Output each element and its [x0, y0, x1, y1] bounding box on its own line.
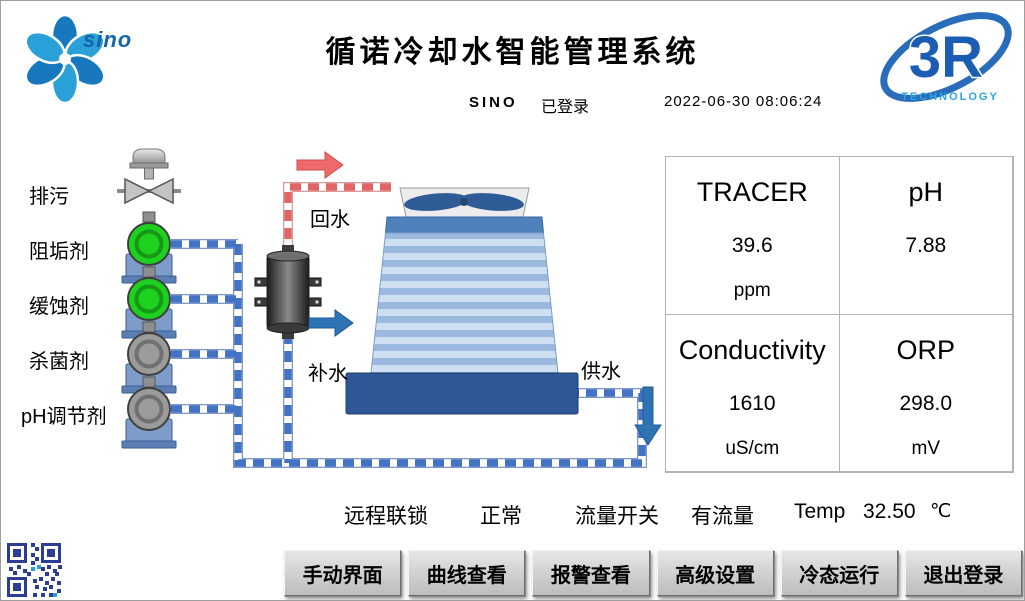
reading-name: pH — [908, 177, 943, 207]
dosing-pump-corrosion-inhibitor — [121, 266, 177, 339]
3r-orbit-icon: 3R TECHNOLOGY — [880, 12, 1012, 103]
reading-conductivity: Conductivity 1610 uS/cm — [666, 314, 840, 472]
reading-ph: pH 7.88 — [839, 157, 1013, 315]
logout-button[interactable]: 退出登录 — [904, 550, 1023, 596]
logged-in-user: SINO — [469, 94, 518, 111]
drain-valve-icon — [117, 148, 181, 205]
tower-fan-icon — [404, 193, 524, 211]
reading-value: 1610 — [728, 391, 776, 415]
return-water-label: 回水 — [310, 209, 350, 231]
3r-logo: 3R TECHNOLOGY — [872, 3, 1024, 118]
alarm-view-button[interactable]: 报警查看 — [532, 550, 650, 596]
reading-tracer: TRACER 39.6 ppm — [666, 157, 840, 315]
sino-logo-text: sino — [83, 27, 133, 52]
flow-switch-value: 有流量 — [691, 505, 754, 528]
reading-value: 7.88 — [905, 234, 947, 257]
reading-name: ORP — [896, 334, 955, 365]
datetime: 2022-06-30 08:06:24 — [664, 93, 823, 110]
reading-value: 39.6 — [731, 234, 773, 257]
makeup-water-label: 补水 — [308, 363, 348, 385]
reading-orp: ORP 298.0 mV — [839, 314, 1013, 472]
reading-name: TRACER — [696, 177, 808, 207]
reading-value: 298.0 — [899, 391, 953, 415]
cold-run-button[interactable]: 冷态运行 — [780, 550, 898, 596]
readings-panel: TRACER 39.6 ppm pH 7.88 Conductivity 161… — [665, 156, 1014, 473]
corrosion-inhibitor-label: 缓蚀剂 — [29, 296, 89, 318]
sino-logo: sino — [17, 7, 157, 105]
return-flow-arrow-icon — [296, 151, 344, 179]
flow-switch-label: 流量开关 — [575, 505, 659, 528]
temp-label: Temp — [794, 500, 846, 523]
login-status: 已登录 — [541, 99, 590, 116]
remote-interlock-label: 远程联锁 — [344, 505, 428, 528]
sensor-column-icon — [254, 245, 322, 339]
biocide-label: 杀菌剂 — [29, 351, 89, 373]
process-diagram — [117, 148, 662, 468]
dosing-pump-biocide — [121, 321, 177, 394]
manual-screen-button[interactable]: 手动界面 — [284, 550, 402, 596]
return-water-pipe — [283, 182, 391, 257]
ph-adjuster-label: pH调节剂 — [21, 406, 107, 428]
supply-dosing-pipes — [171, 239, 647, 468]
temp-value: 32.50 — [863, 500, 916, 523]
3r-logo-subtext: TECHNOLOGY — [901, 91, 999, 103]
button-row: 手动界面 曲线查看 报警查看 高级设置 冷态运行 退出登录 — [284, 550, 1023, 596]
reading-unit: ppm — [733, 280, 771, 301]
scale-inhibitor-label: 阻垢剂 — [29, 241, 89, 263]
drain-label: 排污 — [29, 186, 69, 208]
qr-code-icon — [5, 541, 63, 599]
dosing-pump-ph-adjuster — [121, 376, 177, 449]
tower-basin — [345, 372, 579, 415]
advanced-settings-button[interactable]: 高级设置 — [656, 550, 774, 596]
reading-unit: mV — [911, 437, 941, 459]
dosing-pump-scale-inhibitor — [121, 211, 177, 284]
reading-unit: uS/cm — [725, 437, 780, 459]
makeup-flow-arrow-icon — [308, 309, 354, 337]
sino-flower-icon — [24, 13, 106, 105]
reading-name: Conductivity — [678, 334, 826, 365]
cooling-tower-icon — [345, 187, 579, 415]
temp-unit: ℃ — [930, 501, 952, 522]
supply-water-label: 供水 — [581, 361, 621, 383]
remote-interlock-value: 正常 — [480, 505, 522, 528]
3r-logo-text: 3R — [909, 25, 983, 90]
curve-view-button[interactable]: 曲线查看 — [408, 550, 526, 596]
supply-flow-arrow-icon — [634, 386, 662, 446]
page-title: 循诺冷却水智能管理系统 — [325, 36, 700, 69]
